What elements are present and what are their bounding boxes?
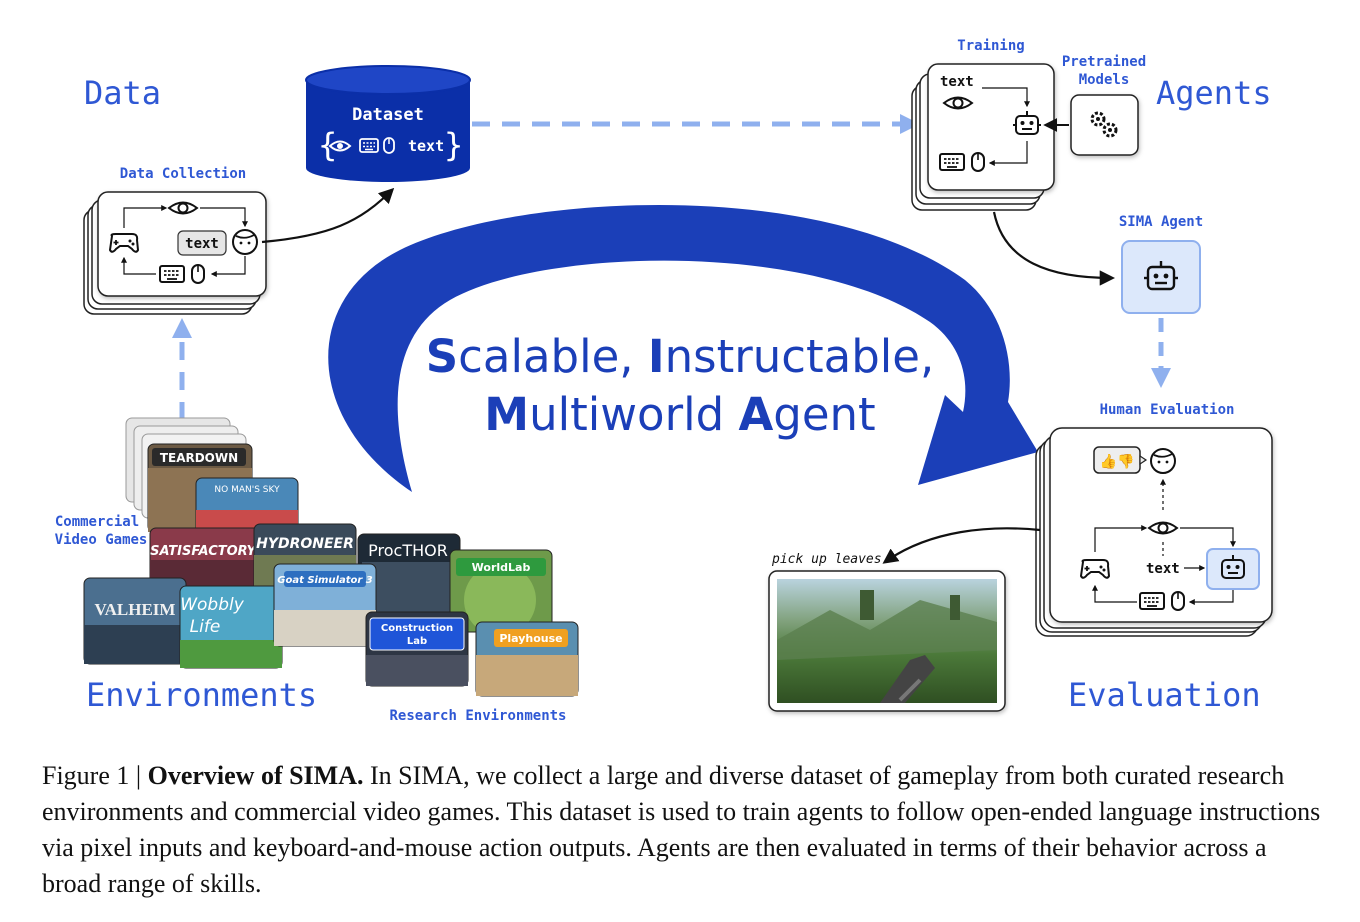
pretrained-label-line2: Models — [1079, 72, 1130, 88]
valheim-tile: VALHEIM — [83, 577, 187, 665]
robot-icon — [1221, 555, 1245, 579]
eye-icon — [1147, 521, 1179, 535]
data-collection-label: Data Collection — [120, 166, 246, 182]
game-title-wobbly: Wobbly — [180, 595, 245, 615]
gamepad-icon — [108, 233, 140, 253]
research-title-construction: Construction — [381, 623, 453, 634]
collection-to-dataset-arrow — [261, 187, 395, 244]
robot-icon — [1013, 111, 1041, 135]
sima-overview-diagram: Scalable, Instructable, Multiworld Agent… — [55, 38, 1273, 724]
caption-body: In SIMA, we collect a large and diverse … — [42, 761, 1321, 898]
game-title-satisfactory: SATISFACTORY — [150, 544, 257, 559]
svg-text:👍👎: 👍👎 — [1100, 453, 1135, 470]
training-to-agent-arrow — [992, 211, 1116, 286]
gears-icon — [1090, 111, 1118, 138]
research-label: Research Environments — [389, 708, 566, 724]
game-title-goat-simulator: Goat Simulator 3 — [277, 575, 372, 586]
dataset-text-token: text — [408, 137, 444, 155]
headline-line1: Scalable, Instructable, — [426, 330, 935, 383]
sima-agent-label: SIMA Agent — [1119, 214, 1203, 230]
section-label-evaluation: Evaluation — [1068, 676, 1261, 714]
eye-icon — [167, 201, 199, 215]
game-title-valheim: VALHEIM — [95, 600, 176, 619]
training-label: Training — [957, 38, 1024, 54]
game-title-hydroneer: HYDRONEER — [256, 536, 354, 552]
training-text-token: text — [940, 74, 974, 90]
human-evaluation-stack: 👍👎 text — [1035, 427, 1273, 637]
wobbly-life-tile: Wobbly Life — [179, 585, 283, 669]
commercial-label-line2: Video Games — [55, 532, 148, 548]
eye-icon — [942, 96, 974, 110]
keyboard-icon — [939, 153, 965, 171]
commercial-label-line1: Commercial — [55, 514, 139, 530]
training-stack: text — [911, 63, 1055, 211]
pretrained-label-line1: Pretrained — [1062, 54, 1146, 70]
keyboard-icon — [1139, 592, 1165, 610]
dataset-title: Dataset — [352, 105, 424, 125]
procthor-tile: ProcTHOR — [357, 533, 461, 621]
sima-agent-box — [1121, 240, 1201, 314]
pretrained-models-box — [1070, 94, 1139, 156]
mouse-icon — [191, 264, 205, 284]
caption-prefix: Figure 1 | — [42, 761, 148, 790]
mouse-icon — [971, 152, 985, 172]
playhouse-tile: Playhouse — [475, 621, 579, 697]
mouse-icon — [383, 137, 395, 154]
data-collection-text-token: text — [185, 236, 219, 252]
eye-icon — [328, 140, 352, 152]
dataset-cylinder: Dataset { text } — [305, 65, 471, 182]
keyboard-icon — [159, 265, 185, 283]
section-label-agents: Agents — [1156, 74, 1272, 112]
face-icon — [1150, 448, 1176, 474]
human-evaluation-label: Human Evaluation — [1100, 402, 1235, 418]
research-title-lab: Lab — [407, 636, 427, 647]
evaluation-to-screenshot-arrow — [882, 527, 1041, 564]
data-collection-stack: text — [83, 191, 267, 315]
instruction-text: pick up leaves — [771, 552, 882, 567]
keyboard-icon — [359, 138, 379, 153]
feedback-bubble-icon: 👍👎 — [1093, 446, 1148, 474]
section-label-data: Data — [84, 74, 161, 112]
game-title-no-mans-sky: NO MAN'S SKY — [214, 485, 280, 495]
mouse-icon — [1171, 591, 1185, 611]
worldlab-tile: WorldLab — [449, 549, 553, 636]
face-icon — [232, 229, 258, 255]
robot-icon — [1144, 261, 1178, 291]
figure-caption: Figure 1 | Overview of SIMA. In SIMA, we… — [42, 758, 1322, 902]
game-title-life: Life — [190, 617, 221, 637]
agent-under-evaluation — [1206, 548, 1260, 590]
research-title-procthor: ProcTHOR — [368, 541, 448, 560]
cycle-arrow — [328, 204, 1038, 493]
research-title-playhouse: Playhouse — [499, 632, 562, 645]
construction-lab-tile: Construction Lab — [365, 611, 469, 687]
gamepad-icon — [1079, 559, 1111, 579]
headline-line2: Multiworld Agent — [484, 388, 875, 441]
game-collage: TEARDOWN NO MAN'S SKY SATISFACTORY HYDRO… — [83, 417, 579, 697]
section-label-environments: Environments — [86, 676, 317, 714]
dataset-brace-open: { — [318, 126, 337, 164]
game-title-teardown: TEARDOWN — [160, 451, 238, 465]
research-title-worldlab: WorldLab — [472, 561, 531, 574]
goat-simulator-tile: Goat Simulator 3 — [273, 563, 377, 647]
caption-bold: Overview of SIMA. — [147, 761, 364, 790]
gameplay-screenshot — [768, 570, 1006, 712]
dataset-brace-close: } — [444, 126, 463, 164]
human-evaluation-text-token: text — [1146, 561, 1180, 577]
